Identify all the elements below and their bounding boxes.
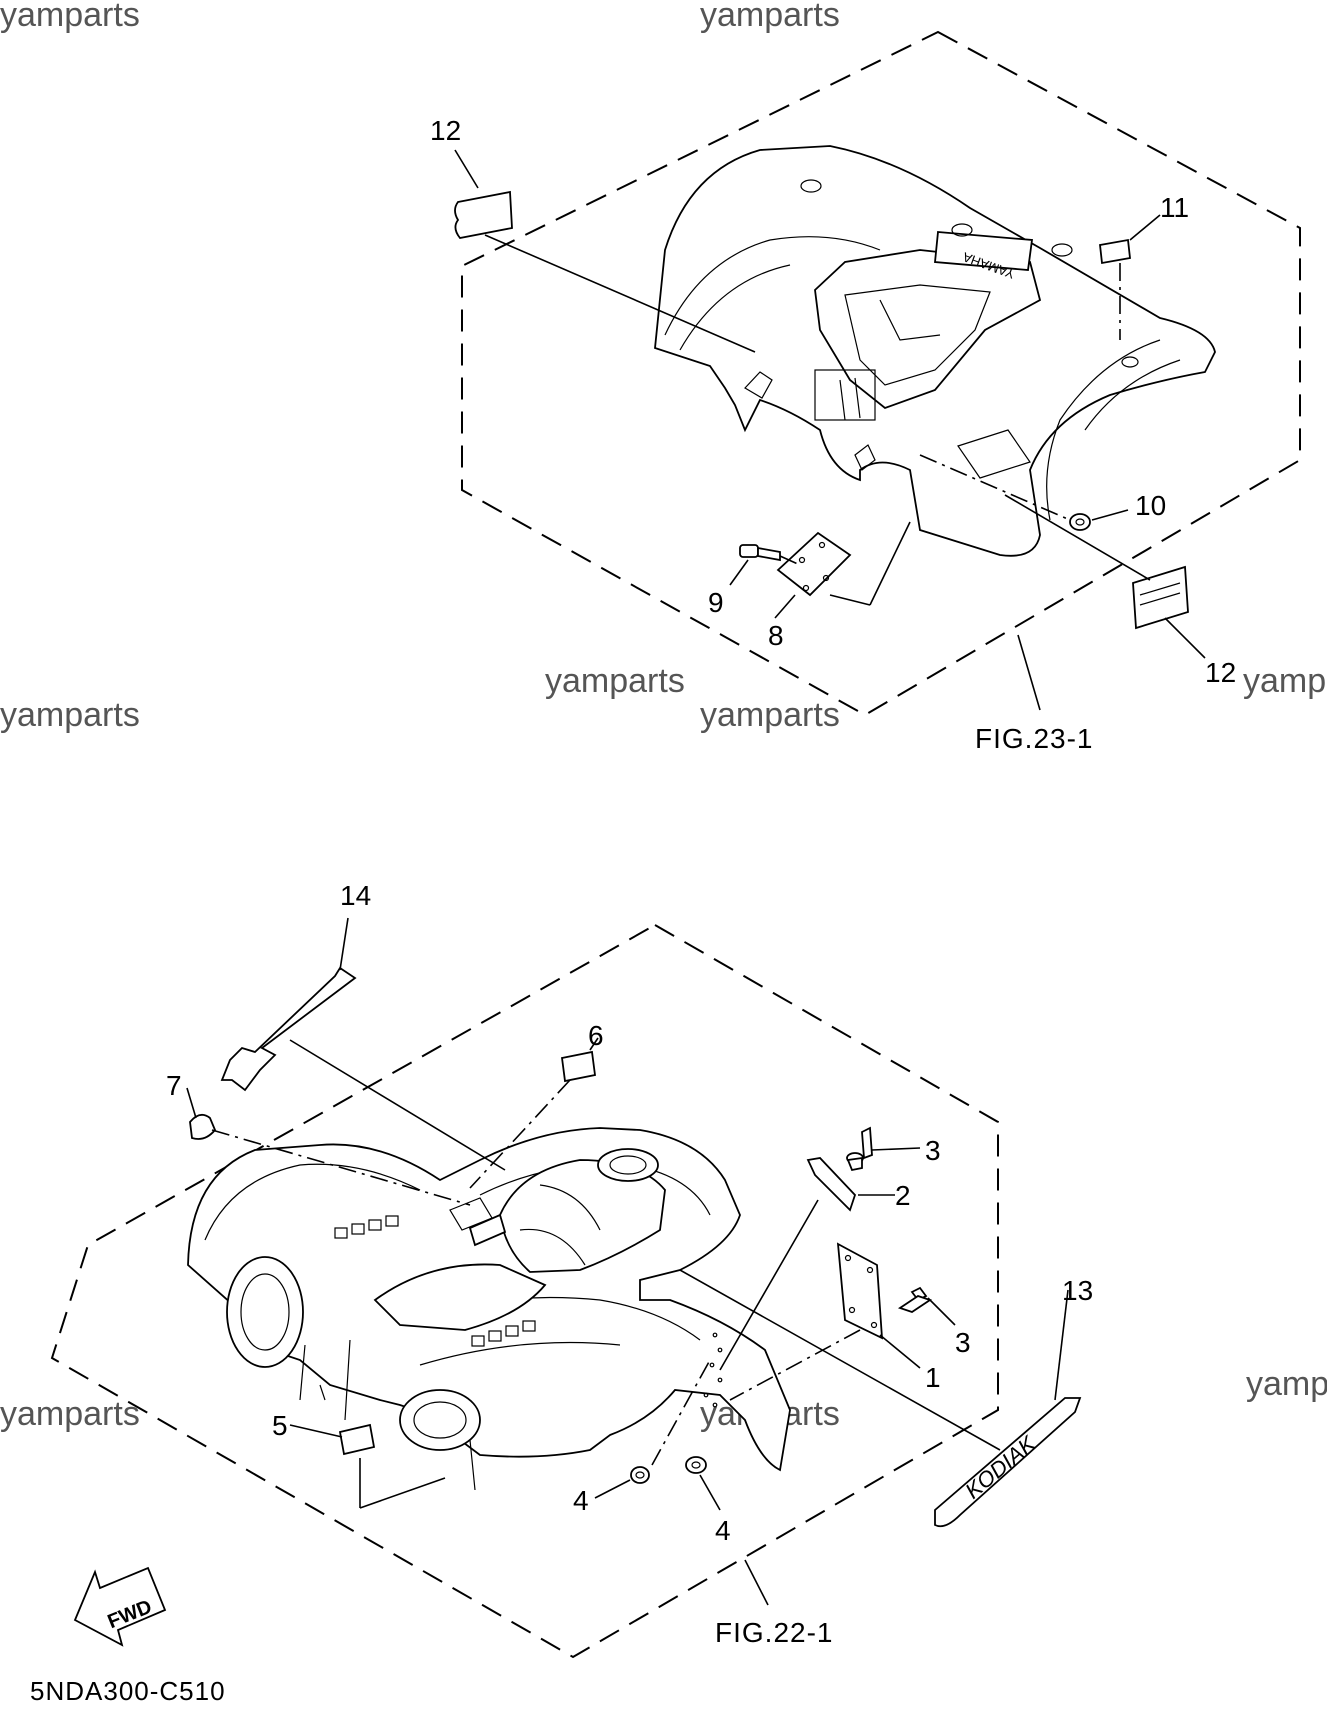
part-14-decal <box>220 966 357 1092</box>
decal-13-text: KODIAK <box>960 1430 1041 1503</box>
part-1-plate <box>836 1242 884 1340</box>
callout-4-bottom: 4 <box>715 1515 731 1546</box>
part-12-decal-bottom <box>1132 565 1189 630</box>
callout-3-top: 3 <box>925 1135 941 1166</box>
watermark: yamparts <box>1243 662 1327 700</box>
callout-5: 5 <box>272 1410 288 1441</box>
part-7-cap <box>189 1113 217 1140</box>
part-2-gasket <box>806 1157 857 1212</box>
fwd-arrow-badge: FWD <box>73 1566 167 1647</box>
fig-ref-22-1: FIG.22-1 <box>715 1617 833 1648</box>
part-3-bolt-top <box>846 1126 873 1172</box>
diagram-code: 5NDA300-C510 <box>30 1676 226 1706</box>
fig-ref-23-1: FIG.23-1 <box>975 723 1093 754</box>
part-11-decal <box>1099 238 1131 265</box>
callout-9: 9 <box>708 587 724 618</box>
callout-8: 8 <box>768 620 784 651</box>
part-13-decal <box>934 1397 1082 1528</box>
front-group-boundary <box>50 923 999 1659</box>
part-3-bolt-bottom <box>897 1286 933 1313</box>
callout-6: 6 <box>588 1020 604 1051</box>
watermark: yamparts <box>0 1395 140 1433</box>
part-6-decal <box>560 1050 597 1083</box>
part-4-grommet-left <box>630 1466 650 1484</box>
callout-3-bottom: 3 <box>955 1327 971 1358</box>
part-10-grommet <box>1069 513 1091 531</box>
callout-11: 11 <box>1160 192 1189 223</box>
callout-14: 14 <box>340 880 371 911</box>
part-9-bolt <box>739 544 781 562</box>
part-12-decal-top <box>454 190 513 239</box>
callout-7: 7 <box>166 1070 182 1101</box>
front-fender-group: 14 6 7 3 2 1 <box>50 880 1093 1659</box>
rear-fender: YAMAHA <box>654 145 1216 557</box>
callout-1: 1 <box>925 1362 941 1393</box>
watermark: yamparts <box>545 662 685 700</box>
callout-2: 2 <box>895 1180 911 1211</box>
watermark: yamparts <box>700 0 840 34</box>
rear-fender-group: YAMAHA 12 11 10 <box>430 30 1301 754</box>
watermark: yamparts <box>700 696 840 734</box>
callout-13: 13 <box>1062 1275 1093 1306</box>
vents-row <box>334 1215 536 1347</box>
callout-4-left: 4 <box>573 1485 589 1516</box>
part-8-plate <box>776 531 852 597</box>
watermark: yamparts <box>0 696 140 734</box>
rear-group-boundary <box>461 30 1301 717</box>
watermark: yamparts <box>1246 1365 1327 1403</box>
front-fender <box>187 1127 791 1491</box>
part-5-decal <box>338 1423 376 1456</box>
callout-12-bottom: 12 <box>1205 657 1236 688</box>
callout-10: 10 <box>1135 490 1166 521</box>
part-4-grommet-right <box>685 1456 707 1474</box>
callout-12-top: 12 <box>430 115 461 146</box>
watermark: yamparts <box>0 0 140 34</box>
